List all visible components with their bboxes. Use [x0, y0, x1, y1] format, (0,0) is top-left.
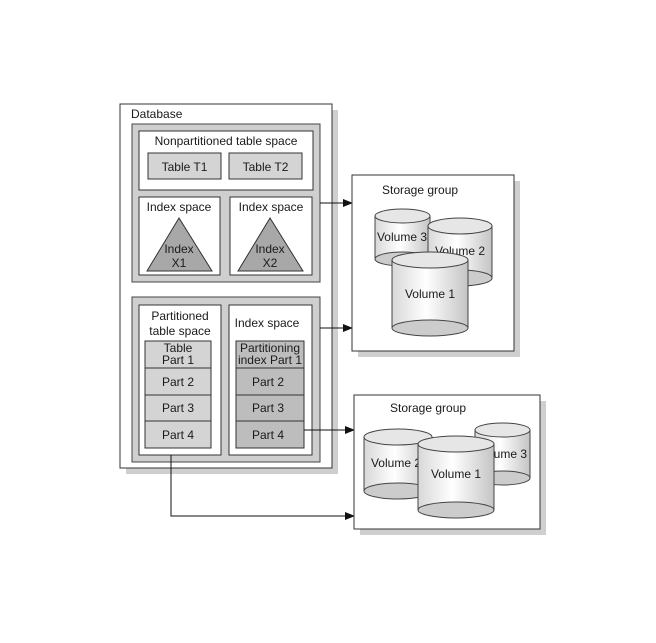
- table-t1-label: Table T1: [162, 160, 208, 174]
- table-part-1-line2: Part 1: [162, 353, 194, 367]
- table-part-3-label: Part 3: [162, 401, 194, 415]
- index-part-4-cell: [235, 420, 305, 449]
- table-part-2-label: Part 2: [162, 375, 194, 389]
- table-t2-label: Table T2: [243, 160, 289, 174]
- partitioned-title-line2: table space: [149, 324, 211, 338]
- index-space-x1-title: Index space: [147, 200, 212, 214]
- table-part-1-cell: [144, 340, 212, 369]
- database-title: Database: [131, 107, 183, 121]
- index-part-2-label: Part 2: [252, 375, 284, 389]
- sg1-volume-3-label: Volume 3: [377, 230, 427, 244]
- index-x2-line1: Index: [255, 242, 284, 256]
- storage-group-1: Storage group Volume 3 Volume 2 Volume 1: [351, 174, 520, 357]
- sg1-volume-1: Volume 1: [391, 251, 469, 337]
- partitioned-index-space: Index space Partitioning index Part 1 Pa…: [228, 304, 313, 456]
- table-part-4-label: Part 4: [162, 428, 194, 442]
- index-part-1-line1: Partitioning: [240, 341, 300, 355]
- sg2-volume-1: Volume 1: [417, 435, 495, 519]
- index-space-x2-title: Index space: [239, 200, 304, 214]
- index-part-1-cell: [235, 340, 305, 369]
- table-part-1-line1: Table: [164, 341, 193, 355]
- sg1-volume-1-label: Volume 1: [405, 287, 455, 301]
- storage-group-2-title: Storage group: [390, 401, 466, 415]
- partitioned-table-space: Partitioned table space Table Part 1 Par…: [138, 304, 222, 456]
- index-x1-line2: X1: [172, 256, 187, 270]
- arrow-table-part4-to-storage-2: [170, 455, 355, 520]
- table-part-4-cell: [144, 420, 212, 449]
- storage-group-1-title: Storage group: [382, 183, 458, 197]
- table-part-2-cell: [144, 367, 212, 396]
- index-part-2-cell: [235, 367, 305, 396]
- connector-arrows: [170, 199, 355, 520]
- index-part-3-label: Part 3: [252, 401, 284, 415]
- nonpartitioned-title: Nonpartitioned table space: [155, 134, 298, 148]
- partitioned-title-line1: Partitioned: [151, 309, 208, 323]
- sg2-volume-2-label: Volume 2: [371, 456, 421, 470]
- index-space-x1: Index space Index X1: [138, 196, 221, 276]
- index-x1-triangle: [146, 217, 213, 272]
- index-x2-triangle: [237, 217, 304, 272]
- nonpartitioned-panel: Nonpartitioned table space Table T1 Tabl…: [131, 123, 321, 283]
- index-x2-line2: X2: [263, 256, 278, 270]
- index-part-3-cell: [235, 394, 305, 422]
- storage-group-2: Storage group Volume 3 Volume 2 Volume 1: [353, 394, 546, 535]
- partitioned-panel: Partitioned table space Table Part 1 Par…: [131, 296, 321, 463]
- table-part-3-cell: [144, 394, 212, 422]
- index-part-1-line2: index Part 1: [238, 353, 302, 367]
- partitioned-index-space-title: Index space: [235, 316, 300, 330]
- index-space-x2: Index space Index X2: [229, 196, 313, 276]
- index-x1-line1: Index: [164, 242, 193, 256]
- index-part-4-label: Part 4: [252, 428, 284, 442]
- sg2-volume-1-label: Volume 1: [431, 467, 481, 481]
